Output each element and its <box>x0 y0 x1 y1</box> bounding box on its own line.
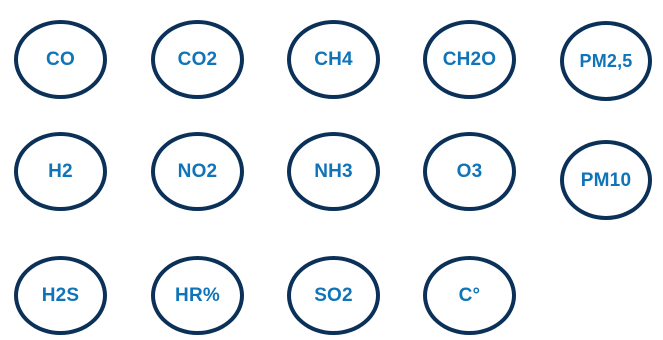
badge-ch4: CH4 <box>287 20 380 99</box>
badge-label: PM2,5 <box>579 51 633 71</box>
badge-label: C° <box>458 285 481 306</box>
badge-nh3: NH3 <box>287 132 380 211</box>
badge-hr-percent: HR% <box>151 256 244 335</box>
badge-h2: H2 <box>14 132 107 211</box>
badge-label: H2 <box>48 161 73 182</box>
badge-label: CH2O <box>442 49 497 70</box>
badge-label: CO2 <box>177 49 218 70</box>
badge-no2: NO2 <box>151 132 244 211</box>
badge-h2s: H2S <box>14 256 107 335</box>
badge-label: NO2 <box>177 161 218 182</box>
badge-label: SO2 <box>314 285 353 306</box>
badge-label: CH4 <box>314 49 353 70</box>
badge-label: CO <box>46 49 75 70</box>
badge-label: NH3 <box>314 161 353 182</box>
badge-celsius-degree: C° <box>423 256 516 335</box>
badge-o3: O3 <box>423 132 516 211</box>
badge-label: HR% <box>175 285 220 306</box>
badge-label: H2S <box>41 285 80 306</box>
badge-pm2-5: PM2,5 <box>560 21 652 101</box>
badge-co: CO <box>14 20 107 99</box>
badge-label: PM10 <box>580 169 632 191</box>
badge-co2: CO2 <box>151 20 244 99</box>
badge-label: O3 <box>456 161 483 182</box>
badge-so2: SO2 <box>287 256 380 335</box>
badge-pm10: PM10 <box>560 140 652 220</box>
badge-ch2o: CH2O <box>423 20 516 99</box>
